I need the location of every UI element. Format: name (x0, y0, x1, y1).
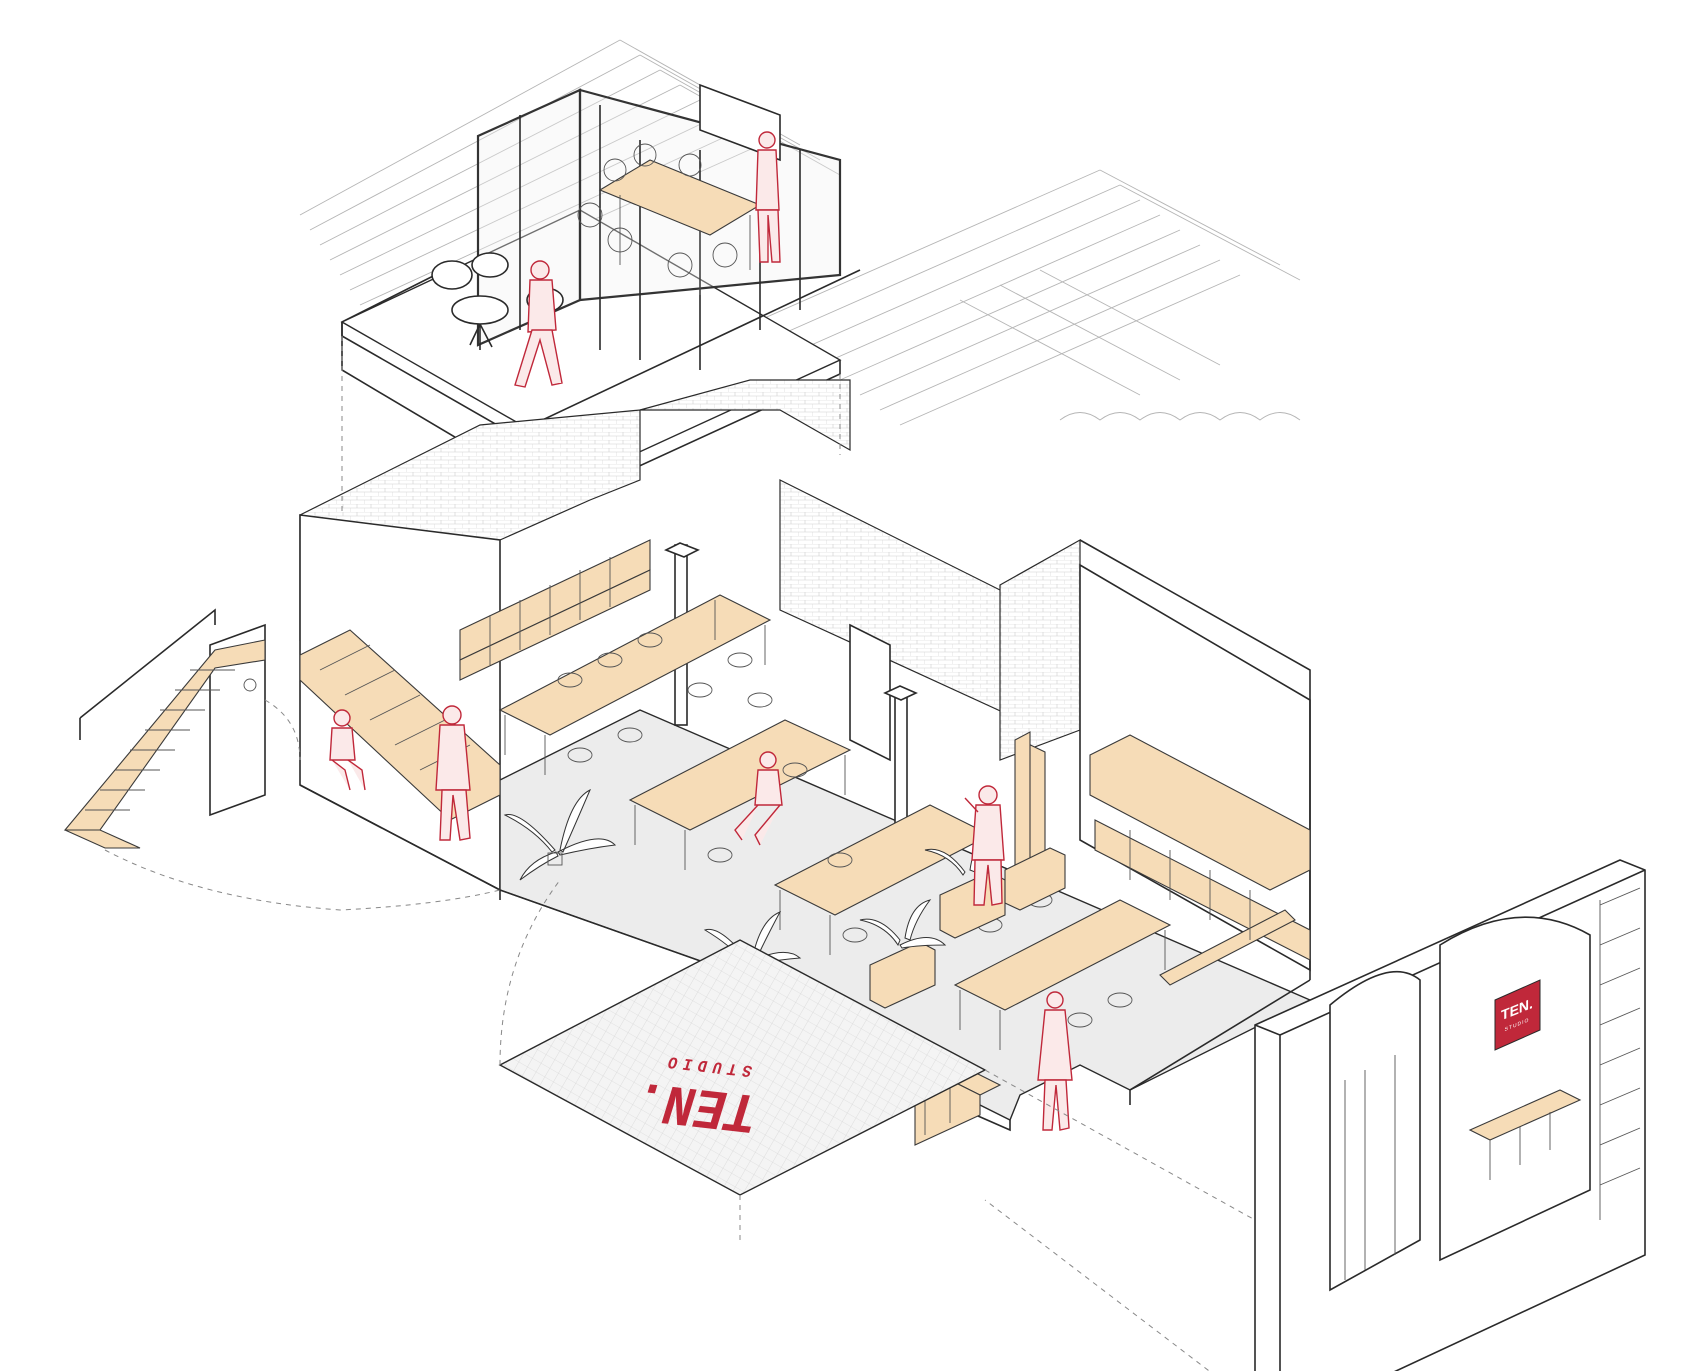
office-chairs (557, 632, 1133, 1028)
person-seated-desk (734, 751, 783, 846)
desk-row-2 (628, 719, 852, 870)
planter-1 (859, 899, 947, 1009)
floor-logo-main: TEN. (625, 1066, 767, 1141)
main-office (299, 379, 1312, 1146)
person-phone (1037, 991, 1073, 1131)
planter-3 (1004, 847, 1066, 911)
person-walking-mezzanine (514, 260, 563, 388)
ceiling-beams (299, 39, 1301, 426)
exterior-stair (63, 608, 266, 849)
entrance-floor: TEN. STUDIO (498, 939, 987, 1196)
person-talking (964, 785, 1005, 906)
person-seated-stair (329, 709, 366, 791)
right-cabinetry (1014, 731, 1311, 986)
potted-palm (503, 788, 617, 881)
person-standing-stair (435, 705, 471, 841)
desk-row-4 (953, 899, 1172, 1050)
facade-sign: TEN. STUDIO (1494, 979, 1541, 1051)
back-shelving (459, 539, 651, 681)
person-standing-mezzanine (755, 131, 781, 263)
projection-lines (104, 336, 1256, 1371)
street-facade: TEN. STUDIO (1254, 859, 1646, 1371)
